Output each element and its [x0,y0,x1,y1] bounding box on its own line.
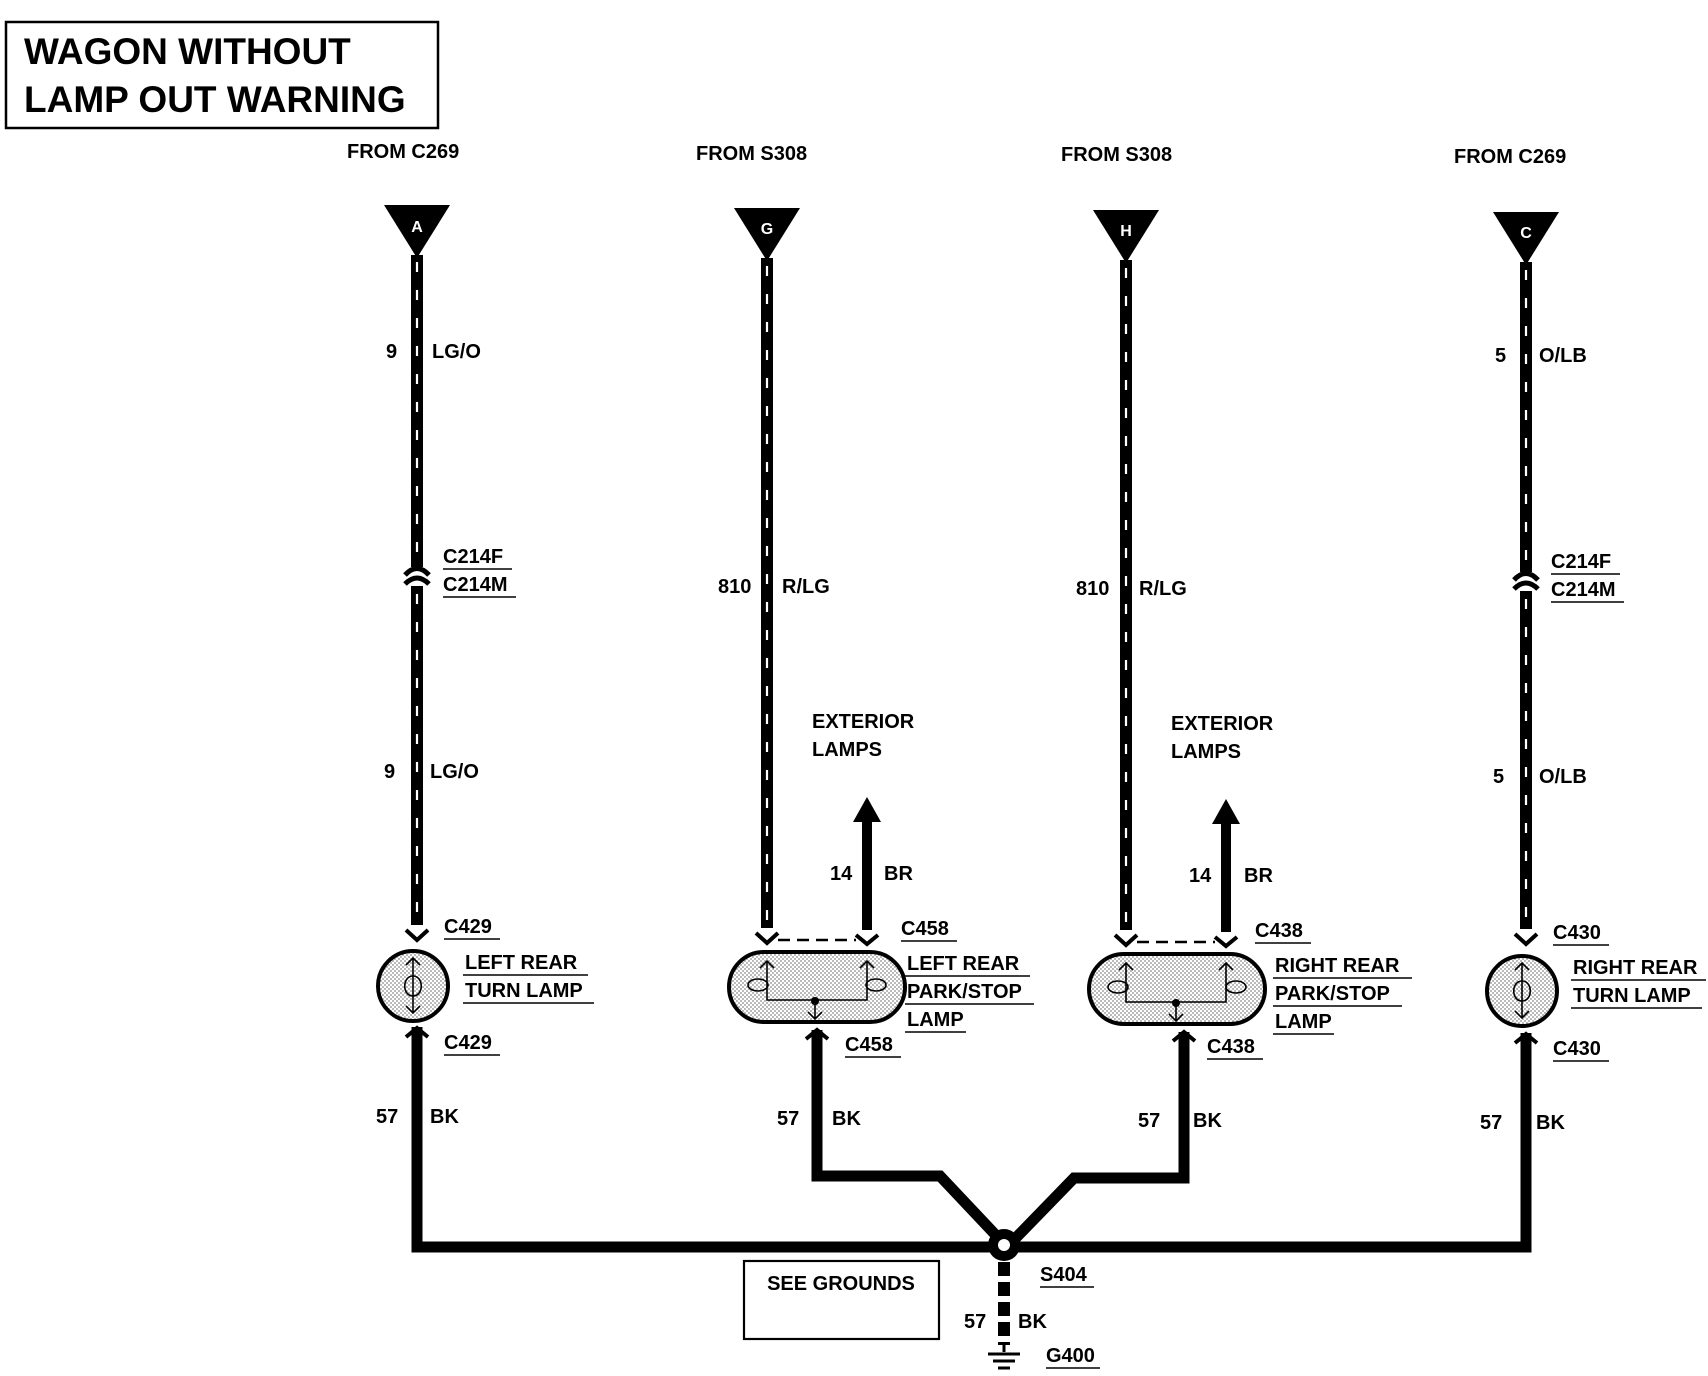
left-park-connector-top: C458 [901,918,949,940]
connector-pin-h: H [1093,210,1159,263]
wire-c [1512,262,1540,947]
splice-label: S404 [1040,1264,1088,1286]
br-left-color: BR [884,863,913,885]
wire-c-lower-circuit: 5 [1493,766,1504,788]
gnd2-color: BK [832,1108,861,1130]
right-turn-label-2: TURN LAMP [1573,985,1691,1007]
left-rear-turn-lamp [376,949,450,1023]
left-park-label-1: LEFT REAR [907,953,1020,975]
connector-pin-c: C [1493,212,1559,265]
inline-right-male: C214M [1551,579,1615,601]
source-label-c: FROM C269 [1454,146,1566,168]
right-park-label-2: PARK/STOP [1275,983,1390,1005]
wire-g [754,258,780,946]
right-turn-connector-top: C430 [1553,922,1601,944]
svg-text:C: C [1520,225,1532,242]
svg-text:H: H [1120,223,1132,240]
left-park-label-2: PARK/STOP [907,981,1022,1003]
left-turn-label-1: LEFT REAR [465,952,578,974]
exterior-lamps-left-2: LAMPS [812,739,882,761]
br-wire-left-arrow [853,797,881,947]
wire-h-circuit: 810 [1076,578,1109,600]
wire-a-upper-color: LG/O [432,341,481,363]
gnd3-circuit: 57 [1138,1110,1160,1132]
right-park-connector-top: C438 [1255,920,1303,942]
source-label-a: FROM C269 [347,141,459,163]
gnd-main-color: BK [1018,1311,1047,1333]
gnd-main-circuit: 57 [964,1311,986,1333]
right-park-connector-bottom: C438 [1207,1036,1255,1058]
br-right-color: BR [1244,865,1273,887]
gnd3-color: BK [1193,1110,1222,1132]
exterior-lamps-left-1: EXTERIOR [812,711,915,733]
right-rear-turn-lamp [1485,954,1559,1028]
right-turn-label-1: RIGHT REAR [1573,957,1698,979]
br-wire-right-arrow [1212,799,1240,949]
br-right-circuit: 14 [1189,865,1212,887]
exterior-lamps-right-2: LAMPS [1171,741,1241,763]
left-rear-park-stop-lamp [727,950,907,1024]
wire-c-upper-circuit: 5 [1495,345,1506,367]
left-turn-label-2: TURN LAMP [465,980,583,1002]
inline-right-female: C214F [1551,551,1611,573]
splice-s404 [988,1229,1020,1261]
see-grounds-label: SEE GROUNDS [767,1273,915,1295]
wire-g-color: R/LG [782,576,830,598]
right-rear-park-stop-lamp [1087,952,1267,1026]
wire-a-lower-circuit: 9 [384,761,395,783]
left-park-label-3: LAMP [907,1009,964,1031]
br-left-circuit: 14 [830,863,853,885]
wire-c-lower-color: O/LB [1539,766,1587,788]
source-label-h: FROM S308 [1061,144,1172,166]
ground-icon [988,1345,1020,1370]
wire-a-upper-circuit: 9 [386,341,397,363]
see-grounds-box: SEE GROUNDS [742,1259,941,1341]
connector-pin-g: G [734,208,800,261]
gnd4-color: BK [1536,1112,1565,1134]
source-label-g: FROM S308 [696,143,807,165]
right-park-label-1: RIGHT REAR [1275,955,1400,977]
connector-pin-a: A [384,205,450,258]
ground-wires [404,1025,1539,1253]
gnd4-circuit: 57 [1480,1112,1502,1134]
left-turn-connector-bottom: C429 [444,1032,492,1054]
gnd2-circuit: 57 [777,1108,799,1130]
right-park-label-3: LAMP [1275,1011,1332,1033]
wire-h [1113,260,1139,948]
left-park-connector-bottom: C458 [845,1034,893,1056]
wire-a-lower-color: LG/O [430,761,479,783]
ground-label: G400 [1046,1345,1095,1367]
wire-g-circuit: 810 [718,576,751,598]
left-turn-connector-top: C429 [444,916,492,938]
title-box: WAGON WITHOUT LAMP OUT WARNING [4,20,440,130]
wire-a [403,255,431,943]
wire-h-color: R/LG [1139,578,1187,600]
inline-left-female: C214F [443,546,503,568]
right-turn-connector-bottom: C430 [1553,1038,1601,1060]
inline-left-male: C214M [443,574,507,596]
gnd1-circuit: 57 [376,1106,398,1128]
exterior-lamps-right-1: EXTERIOR [1171,713,1274,735]
title-line-2: LAMP OUT WARNING [24,79,406,120]
svg-text:G: G [761,221,773,238]
title-line-1: WAGON WITHOUT [24,31,351,72]
wire-c-upper-color: O/LB [1539,345,1587,367]
svg-text:A: A [411,219,423,236]
gnd1-color: BK [430,1106,459,1128]
